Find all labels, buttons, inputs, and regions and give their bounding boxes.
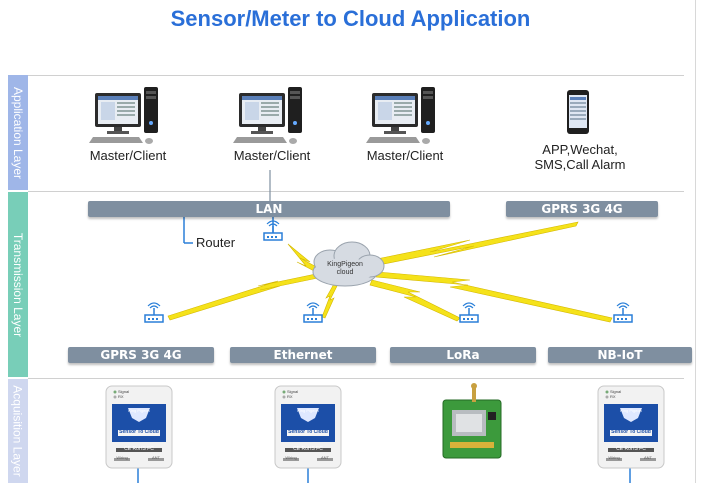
- lora-module-icon: [442, 383, 502, 459]
- device4-leds: Signal RX: [610, 389, 621, 399]
- device1-led1: Signal: [118, 389, 130, 394]
- cloud-label-line2: cloud: [336, 269, 354, 276]
- smartphone-icon: [567, 90, 589, 134]
- cloud-label-line1: KingPigeon: [327, 261, 363, 268]
- device1-foot-left: Wiring: [116, 455, 128, 460]
- lora-bar: LoRa: [390, 347, 536, 363]
- device2-cert: CE RoHS FC: [293, 446, 323, 452]
- page-title: Sensor/Meter to Cloud Application: [170, 6, 531, 31]
- computer-icon-3: [366, 87, 435, 144]
- router-icon-gprs: [144, 302, 164, 323]
- lan-bar: LAN: [88, 201, 450, 217]
- device2-foot-right: ANT: [321, 455, 329, 460]
- device4-foot-right: ANT: [644, 455, 652, 460]
- device2-led1: Signal: [287, 389, 299, 394]
- device1-brand: King Pigeon: [128, 408, 150, 413]
- device1-foot-right: ANT: [152, 455, 160, 460]
- router-icon-ethernet: [303, 302, 323, 323]
- device1-led2: RX: [118, 394, 124, 399]
- device4-led1: Signal: [610, 389, 622, 394]
- cloud-label: KingPigeon cloud: [315, 261, 375, 277]
- router-icon-lan: [263, 220, 283, 241]
- device2-foot-left: Wiring: [285, 455, 297, 460]
- acquisition-layer-label: Acquisition Layer: [8, 379, 28, 483]
- router-icon-nbiot: [613, 302, 633, 323]
- device2-leds: Signal RX: [287, 389, 298, 399]
- mobile-alarm-line1: APP,Wechat,: [542, 142, 618, 157]
- application-layer-label: Application Layer: [8, 75, 28, 190]
- device4-cert: CE RoHS FC: [616, 446, 646, 452]
- gprs-top-bar: GPRS 3G 4G: [506, 201, 658, 217]
- layer-divider-bottom: [28, 378, 684, 379]
- layer-divider-middle: [28, 191, 684, 192]
- client-label-2: Master/Client: [233, 148, 311, 163]
- computer-icon-1: [89, 87, 158, 144]
- device4-led2: RX: [610, 394, 616, 399]
- nbiot-bar: NB-IoT: [548, 347, 692, 363]
- device4-foot-left: Wiring: [608, 455, 620, 460]
- right-border: [695, 0, 696, 483]
- transmission-layer-label: Transmission Layer: [8, 192, 28, 377]
- device1-panel-text: Sensor To Cloud: [119, 429, 159, 435]
- device2-panel-text: Sensor To Cloud: [288, 429, 328, 435]
- router-label: Router: [196, 235, 236, 250]
- layer-divider-top: [28, 75, 684, 76]
- device1-leds: Signal RX: [118, 389, 129, 399]
- router-icon-lora: [459, 302, 479, 323]
- device4-panel-text: Sensor To Cloud: [611, 429, 651, 435]
- device1-cert: CE RoHS FC: [124, 446, 154, 452]
- gprs-bottom-bar: GPRS 3G 4G: [68, 347, 214, 363]
- client-label-1: Master/Client: [89, 148, 167, 163]
- cloud-icon: [312, 241, 385, 287]
- mobile-alarm-line2: SMS,Call Alarm: [534, 157, 626, 172]
- device4-brand: King Pigeon: [620, 408, 642, 413]
- device2-brand: King Pigeon: [297, 408, 319, 413]
- client-label-3: Master/Client: [366, 148, 444, 163]
- computer-icon-2: [233, 87, 302, 144]
- device2-led2: RX: [287, 394, 293, 399]
- mobile-alarm-label: APP,Wechat, SMS,Call Alarm: [520, 142, 640, 172]
- ethernet-bar: Ethernet: [230, 347, 376, 363]
